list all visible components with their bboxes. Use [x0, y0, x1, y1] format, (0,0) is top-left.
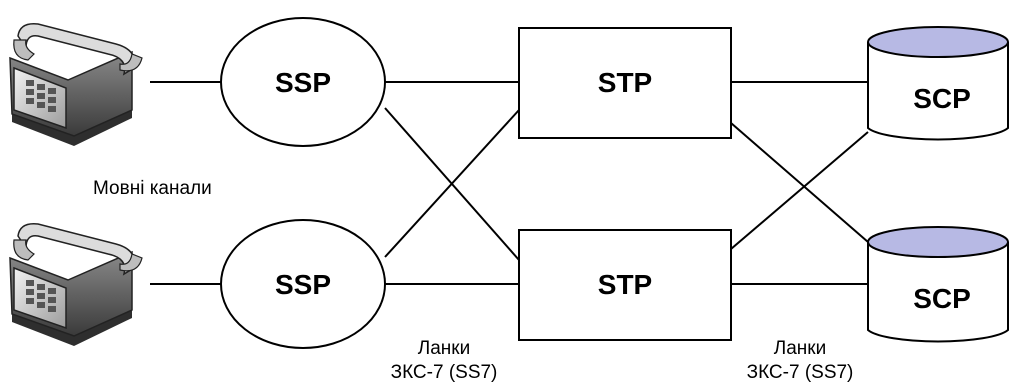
ssp-node-bottom: SSP	[220, 219, 386, 349]
link-stp-bottom-scp-top	[730, 131, 869, 250]
database-icon: SCP	[867, 26, 1009, 141]
connections	[150, 81, 869, 285]
telephone-icon	[9, 223, 143, 346]
stp-label: STP	[598, 67, 652, 98]
links-caption-left-line1: Ланки	[418, 338, 470, 359]
link-ssp-bottom-stp-top	[384, 109, 520, 258]
stp-label: STP	[598, 269, 652, 300]
ssp-label: SSP	[275, 269, 331, 300]
links-caption-right-line1: Ланки	[774, 338, 826, 359]
ssp-label: SSP	[275, 67, 331, 98]
database-icon: SCP	[867, 226, 1009, 343]
telephone-icon	[9, 23, 143, 146]
link-stp-top-scp-bottom	[730, 122, 869, 243]
links-caption-left-line2: ЗКС-7 (SS7)	[391, 362, 498, 383]
voice-channels-caption: Мовні канали	[93, 178, 212, 199]
scp-label: SCP	[913, 283, 971, 314]
ssp-node-top: SSP	[220, 17, 386, 147]
scp-label: SCP	[913, 83, 971, 114]
stp-node-top: STP	[518, 27, 732, 139]
stp-node-bottom: STP	[518, 229, 732, 341]
links-caption-right-line2: ЗКС-7 (SS7)	[747, 362, 854, 383]
